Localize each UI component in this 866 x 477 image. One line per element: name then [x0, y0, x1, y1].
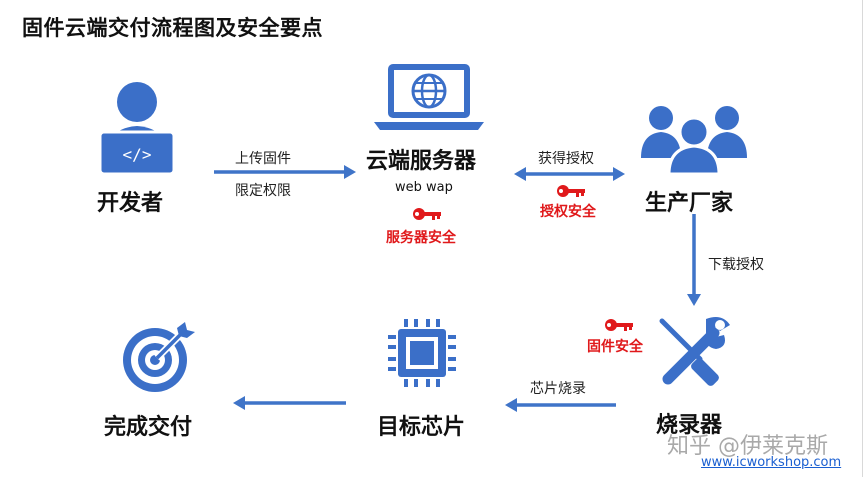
arrow-head [505, 398, 517, 412]
right-edge-divider [862, 0, 863, 477]
chip-icon [388, 319, 456, 387]
cloud-server-laptop-icon [374, 64, 484, 130]
edge-label-upload-firmware: 上传固件 [235, 151, 291, 167]
node-programmer: 烧录器 [656, 413, 723, 438]
arrow-head [233, 396, 245, 410]
edge-label-download-authorization: 下载授权 [708, 257, 764, 273]
arrow-head [613, 167, 625, 181]
edge-label-get-authorization: 获得授权 [538, 151, 594, 167]
firmware-security-label: 固件安全 [587, 339, 643, 355]
developer-laptop-icon: </> [98, 82, 176, 176]
key-icon [605, 319, 633, 331]
node-cloud-server: 云端服务器 [366, 149, 477, 174]
diagram-title: 固件云端交付流程图及安全要点 [22, 16, 323, 40]
node-delivery: 完成交付 [104, 415, 193, 440]
edge-label-chip-programming: 芯片烧录 [530, 381, 586, 397]
node-developer: 开发者 [97, 191, 164, 216]
node-target-chip: 目标芯片 [377, 415, 466, 440]
arrow-head [344, 165, 356, 179]
target-icon [123, 322, 195, 392]
key-icon [557, 185, 585, 197]
authorization-security-label: 授权安全 [540, 204, 596, 220]
server-security-label: 服务器安全 [386, 230, 456, 246]
edge-label-limit-permissions: 限定权限 [235, 183, 291, 199]
key-icon [413, 208, 441, 220]
manufacturer-group-icon [641, 106, 747, 176]
arrow-head [687, 294, 701, 306]
svg-text:</>: </> [123, 145, 152, 164]
wrench-screwdriver-icon [659, 317, 730, 386]
website-link[interactable]: www.icworkshop.com [701, 455, 842, 470]
server-sub-label: web wap [395, 180, 453, 195]
arrow-head [514, 167, 526, 181]
watermark: 知乎 @伊莱克斯 [667, 434, 828, 459]
node-manufacturer: 生产厂家 [645, 191, 734, 216]
